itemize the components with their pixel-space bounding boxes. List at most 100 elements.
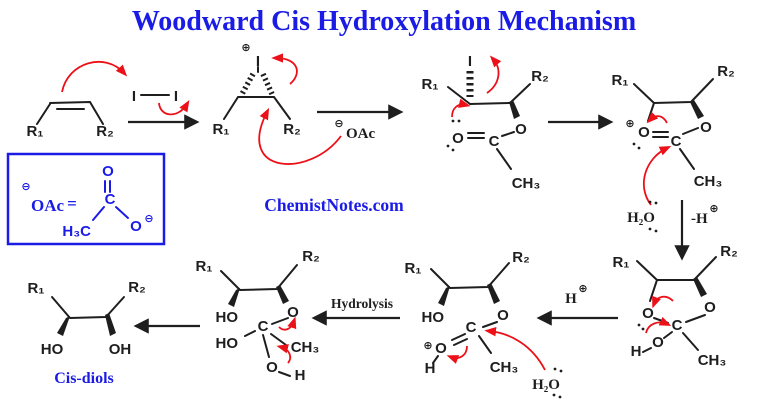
electron-flow-arrow <box>158 99 190 116</box>
electron-flow-arrow <box>646 111 668 124</box>
oxygen-label: O <box>266 359 278 376</box>
electron-flow-arrow <box>642 145 672 206</box>
hydroxyl-label: HO <box>41 341 64 358</box>
water-label: H₂O <box>627 210 655 226</box>
r1-label: R₁ <box>26 123 43 140</box>
oac-definition-box: ⊖ OAc = O C H₃C O ⊖ <box>6 152 166 246</box>
electron-flow-arrow <box>271 53 298 85</box>
methyl-label: H₃C <box>62 223 91 240</box>
electron-flow-arrow <box>484 327 546 371</box>
r2-label: R₂ <box>717 63 735 80</box>
r1-label: R₁ <box>212 121 229 138</box>
methyl-label: CH₃ <box>694 173 723 190</box>
plus-charge: ⊕ <box>241 42 250 54</box>
oxygen-label: O <box>652 334 664 351</box>
structure-protonated-ester: R₁ R₂ HO O C ⊕ O H CH₃ <box>404 249 529 377</box>
oxygen-label: O <box>638 124 650 141</box>
page-title: Woodward Cis Hydroxylation Mechanism <box>132 6 636 37</box>
electron-flow-arrow <box>446 345 468 364</box>
oxygen-label: O <box>515 121 527 138</box>
watermark: ChemistNotes.com <box>264 195 404 215</box>
wedge-bond <box>228 288 240 307</box>
oxygen-label: O <box>452 130 464 147</box>
definition-box-border <box>6 152 166 246</box>
hydroxyl-label: HO <box>422 309 445 326</box>
wedge-bond <box>487 283 500 304</box>
bonds <box>51 296 125 319</box>
oxygen-label: O <box>642 305 654 322</box>
hash-bonds <box>239 72 275 96</box>
reaction-arrow-5-group: H ⊕ H₂O <box>484 283 618 399</box>
hydrogen-label: H <box>295 367 306 384</box>
reaction-arrow-2-group: ⊖ OAc <box>317 104 404 142</box>
carbon-label: C <box>671 133 682 150</box>
carbon-label: C <box>489 133 500 150</box>
hydrogen-label: H <box>631 343 642 360</box>
oxygen-label: O <box>497 307 509 324</box>
wedge-bond <box>276 285 289 304</box>
reaction-arrow-4-group: H₂O -H ⊕ <box>627 200 719 261</box>
oxygen-label: O <box>102 163 114 180</box>
r2-label: R₂ <box>720 243 738 260</box>
r2-label: R₂ <box>512 249 530 266</box>
oac-label: OAc <box>31 196 65 215</box>
wedge-bond <box>690 100 704 119</box>
oxygen-label: O <box>130 218 142 235</box>
wedge-bond <box>105 313 116 336</box>
wedge-bond <box>693 277 707 297</box>
methyl-label: CH₃ <box>698 352 727 369</box>
methyl-label: CH₃ <box>291 339 320 356</box>
bonds <box>36 94 170 125</box>
minus-charge: ⊖ <box>334 118 343 130</box>
lone-pair-dots <box>552 367 563 399</box>
hydrolysis-label: Hydrolysis <box>331 296 393 311</box>
oxygen-label: O <box>435 340 447 357</box>
iodine-label: I <box>132 88 136 105</box>
bonds <box>92 180 129 221</box>
r2-label: R₂ <box>531 68 549 85</box>
minus-h-label: -H <box>691 211 708 227</box>
bonds <box>220 264 298 377</box>
methyl-label: CH₃ <box>490 359 519 376</box>
lone-pair-dots <box>648 200 658 233</box>
iodine-label: I <box>174 88 178 105</box>
structure-cis-diol: R₁ R₂ HO OH Cis-diols <box>27 279 145 387</box>
oxygen-label: O <box>287 304 299 321</box>
plus-charge: ⊕ <box>625 118 634 130</box>
electron-flow-arrow <box>451 98 471 118</box>
iodine-label: I <box>256 53 260 70</box>
plus-charge: ⊕ <box>423 340 432 352</box>
wedge-bond <box>438 286 450 306</box>
r1-label: R₁ <box>421 76 438 93</box>
r1-label: R₁ <box>195 258 212 275</box>
water-label: H₂O <box>532 377 560 393</box>
r1-label: R₁ <box>612 254 629 271</box>
r2-label: R₂ <box>96 123 114 140</box>
oxygen-label: O <box>704 299 716 316</box>
minus-charge: ⊖ <box>21 181 30 193</box>
r1-label: R₁ <box>27 280 44 297</box>
electron-flow-arrow <box>61 61 128 93</box>
r1-label: R₁ <box>611 72 628 89</box>
structure-orthoester-tetrahedral: R₁ R₂ HO O C HO CH₃ O H <box>195 248 319 384</box>
h-plus-label: H <box>565 291 577 307</box>
electron-flow-arrow <box>645 316 672 334</box>
plus-charge: ⊕ <box>578 283 587 295</box>
carbon-label: C <box>672 317 683 334</box>
reaction-arrow-6-group: Hydrolysis <box>311 296 400 326</box>
r2-label: R₂ <box>302 248 320 265</box>
cis-diols-label: Cis-diols <box>54 370 114 387</box>
bonds <box>223 66 291 120</box>
iodine-label: I <box>468 53 472 70</box>
r2-label: R₂ <box>283 121 301 138</box>
hydroxyl-label: HO <box>216 335 239 352</box>
plus-charge: ⊕ <box>709 203 718 215</box>
oxygen-label: O <box>700 119 712 136</box>
carbon-label: C <box>466 319 477 336</box>
electron-flow-arrow <box>276 344 292 364</box>
hydrogen-label: H <box>425 360 436 377</box>
minus-charge: ⊖ <box>144 213 153 225</box>
structure-cis-alkene: R₁ R₂ I I <box>26 61 190 140</box>
